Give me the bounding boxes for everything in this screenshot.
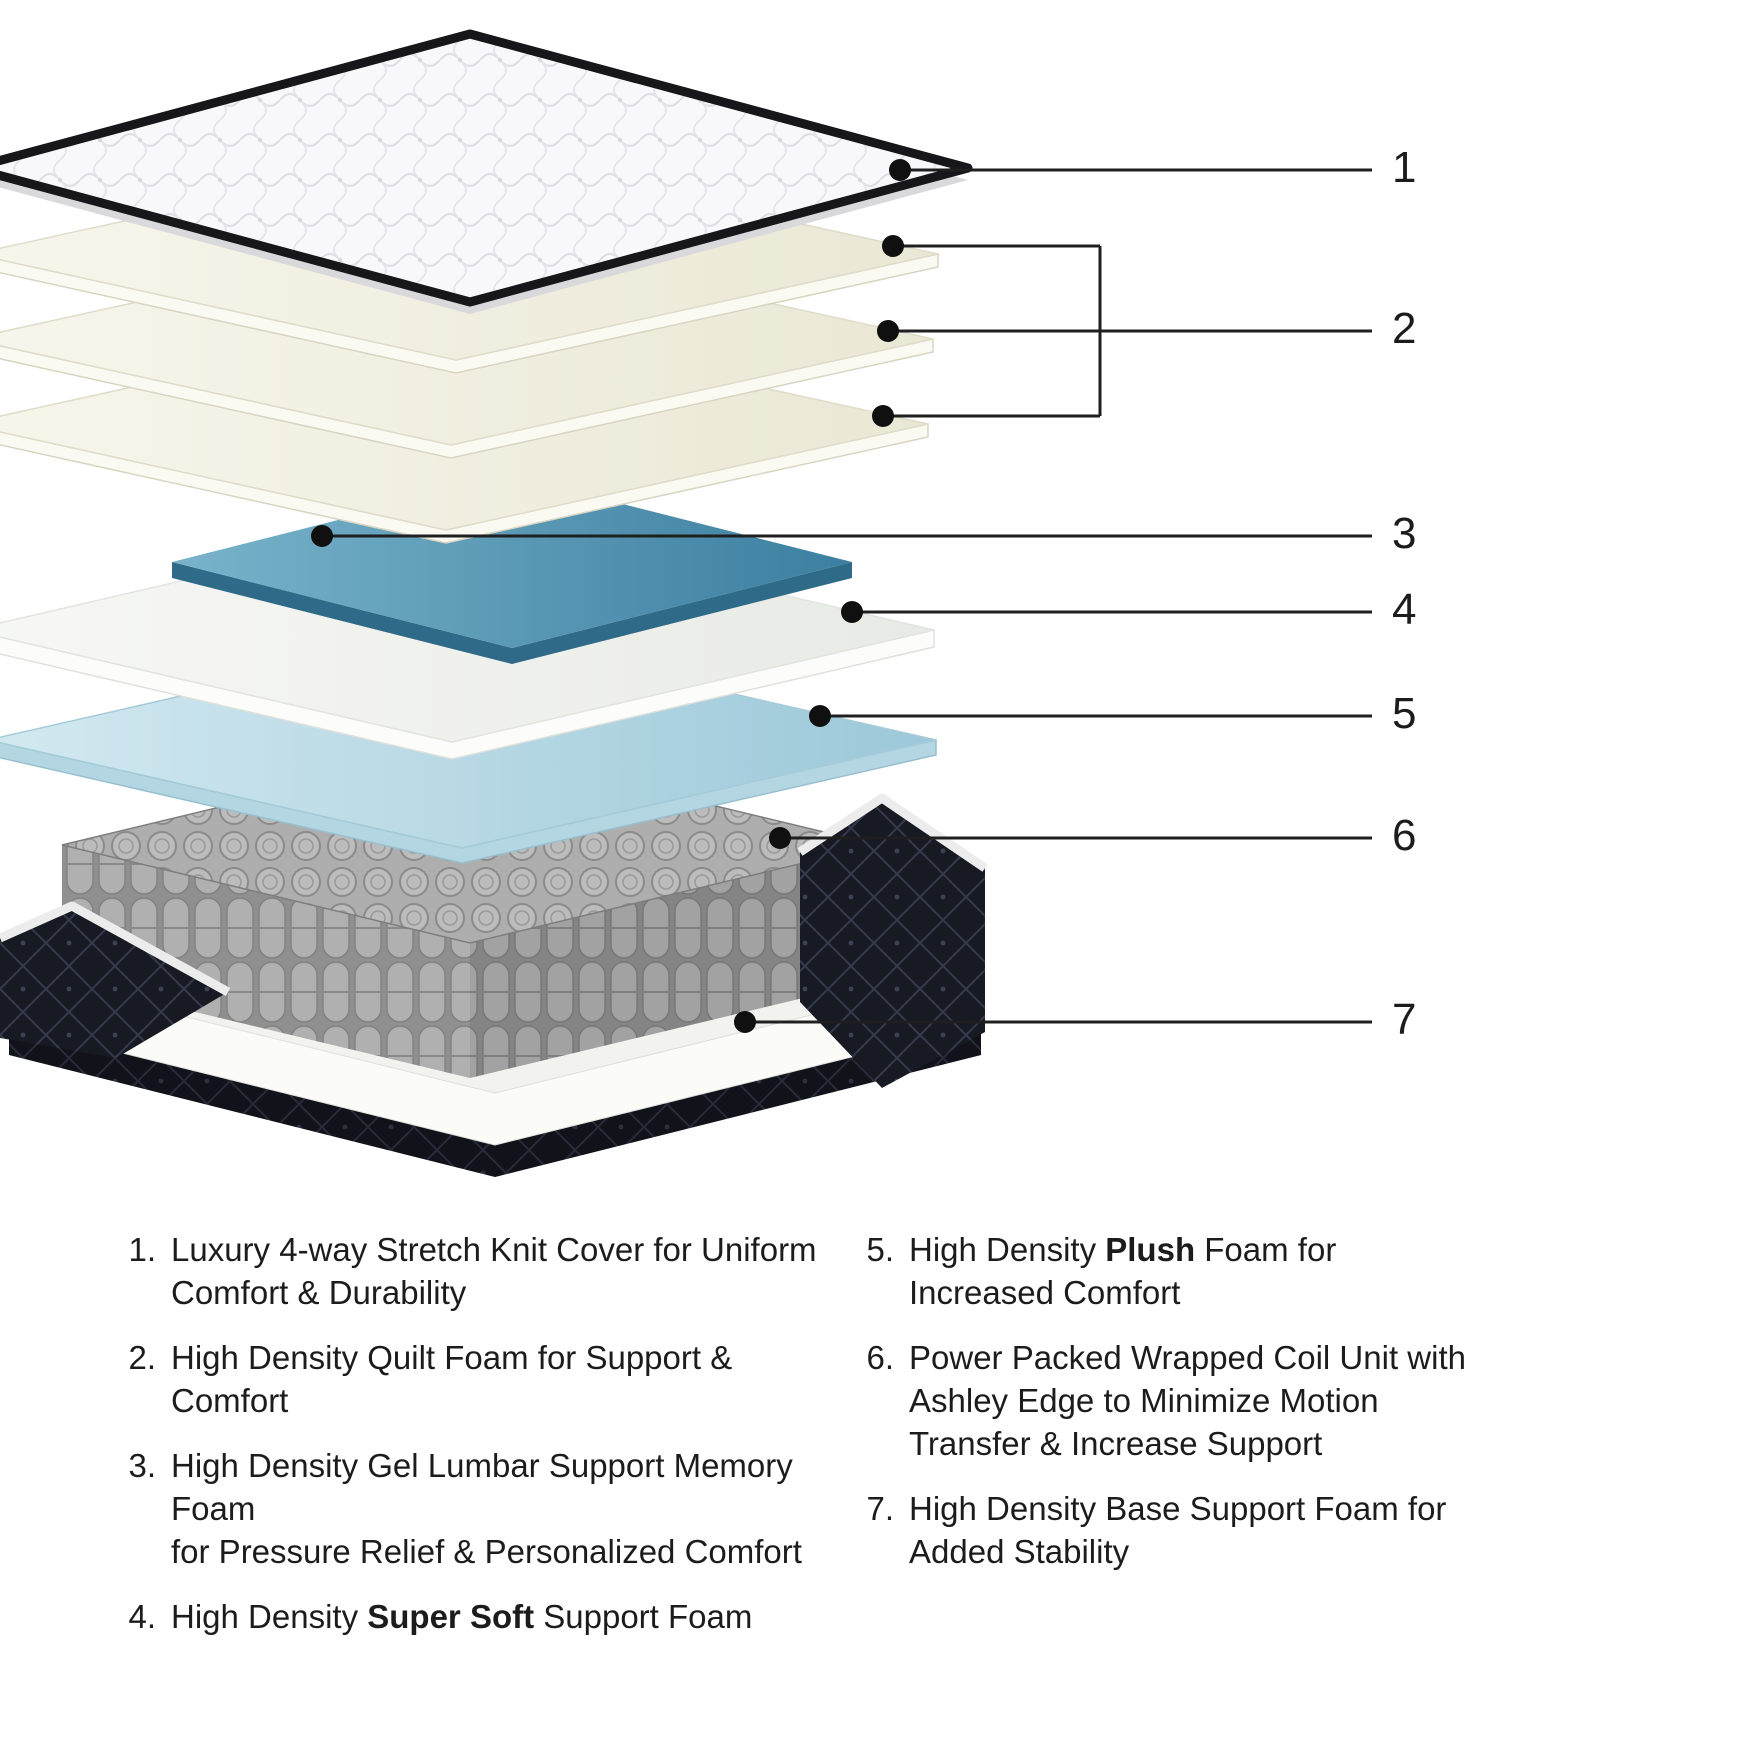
callout-lines bbox=[322, 168, 1372, 1024]
callout-dot-4 bbox=[841, 601, 863, 623]
callout-dot-2c bbox=[872, 405, 894, 427]
knit-cover-top bbox=[0, 29, 973, 307]
side-panel-right-fabric bbox=[800, 798, 985, 1088]
legend-item: 6. Power Packed Wrapped Coil Unit with As… bbox=[850, 1336, 1490, 1465]
legend-item-text: Power Packed Wrapped Coil Unit with Ashl… bbox=[909, 1339, 1466, 1462]
callout-dot-1 bbox=[889, 159, 911, 181]
side-panel-right-trim bbox=[797, 793, 988, 872]
legend-item-text: High Density Quilt Foam for Support & Co… bbox=[171, 1339, 733, 1419]
legend-item: 1. Luxury 4-way Stretch Knit Cover for Un… bbox=[112, 1228, 832, 1314]
legend-item: 4. High Density Super Soft Support Foam bbox=[112, 1595, 832, 1638]
callout-dot-6 bbox=[769, 827, 791, 849]
legend-item-number: 4. bbox=[128, 1598, 156, 1635]
legend-item-number: 7. bbox=[866, 1490, 894, 1527]
legend-column-right: 5. High Density Plush Foam for Increased … bbox=[850, 1228, 1490, 1595]
legend-item-number: 5. bbox=[866, 1231, 894, 1268]
legend-item: 5. High Density Plush Foam for Increased … bbox=[850, 1228, 1490, 1314]
callout-dots bbox=[311, 159, 911, 1033]
legend-item: 3. High Density Gel Lumbar Support Memory… bbox=[112, 1444, 832, 1573]
legend-item: 7. High Density Base Support Foam for Add… bbox=[850, 1487, 1490, 1573]
side-panel-right bbox=[797, 793, 988, 1088]
legend-item-text: High Density Base Support Foam for Added… bbox=[909, 1490, 1447, 1570]
legend-item-text: High Density Plush Foam for Increased Co… bbox=[909, 1231, 1337, 1311]
legend-item-number: 3. bbox=[128, 1447, 156, 1484]
side-panel-left-fabric bbox=[0, 906, 228, 1058]
callout-number-5: 5 bbox=[1392, 689, 1417, 738]
legend-column-left: 1. Luxury 4-way Stretch Knit Cover for Un… bbox=[112, 1228, 832, 1660]
knit-cover-layer bbox=[0, 29, 973, 314]
callout-number-2: 2 bbox=[1392, 304, 1417, 353]
legend-item-text: High Density Gel Lumbar Support Memory F… bbox=[171, 1447, 802, 1570]
side-panel-left bbox=[0, 901, 231, 1058]
callout-number-3: 3 bbox=[1392, 509, 1417, 558]
legend-item-text: High Density Super Soft Support Foam bbox=[171, 1598, 753, 1635]
callout-dot-2a bbox=[882, 235, 904, 257]
mattress-diagram bbox=[0, 29, 1372, 1177]
side-panel-left-trim bbox=[0, 901, 231, 996]
callout-dot-7 bbox=[734, 1011, 756, 1033]
callout-dot-2b bbox=[877, 320, 899, 342]
legend-item-number: 1. bbox=[128, 1231, 156, 1268]
legend-item-text: Luxury 4-way Stretch Knit Cover for Unif… bbox=[171, 1231, 817, 1311]
callout-number-4: 4 bbox=[1392, 585, 1417, 634]
callout-dot-3 bbox=[311, 525, 333, 547]
legend-item-number: 6. bbox=[866, 1339, 894, 1376]
callout-number-7: 7 bbox=[1392, 995, 1417, 1044]
coil-front-right bbox=[470, 845, 878, 1078]
coil-front-right-shade bbox=[470, 845, 878, 1078]
callout-number-6: 6 bbox=[1392, 811, 1417, 860]
callout-dot-5 bbox=[809, 705, 831, 727]
legend-item-number: 2. bbox=[128, 1339, 156, 1376]
callout-number-1: 1 bbox=[1392, 143, 1417, 192]
legend-item: 2. High Density Quilt Foam for Support & … bbox=[112, 1336, 832, 1422]
coil-front-left bbox=[62, 845, 470, 1078]
